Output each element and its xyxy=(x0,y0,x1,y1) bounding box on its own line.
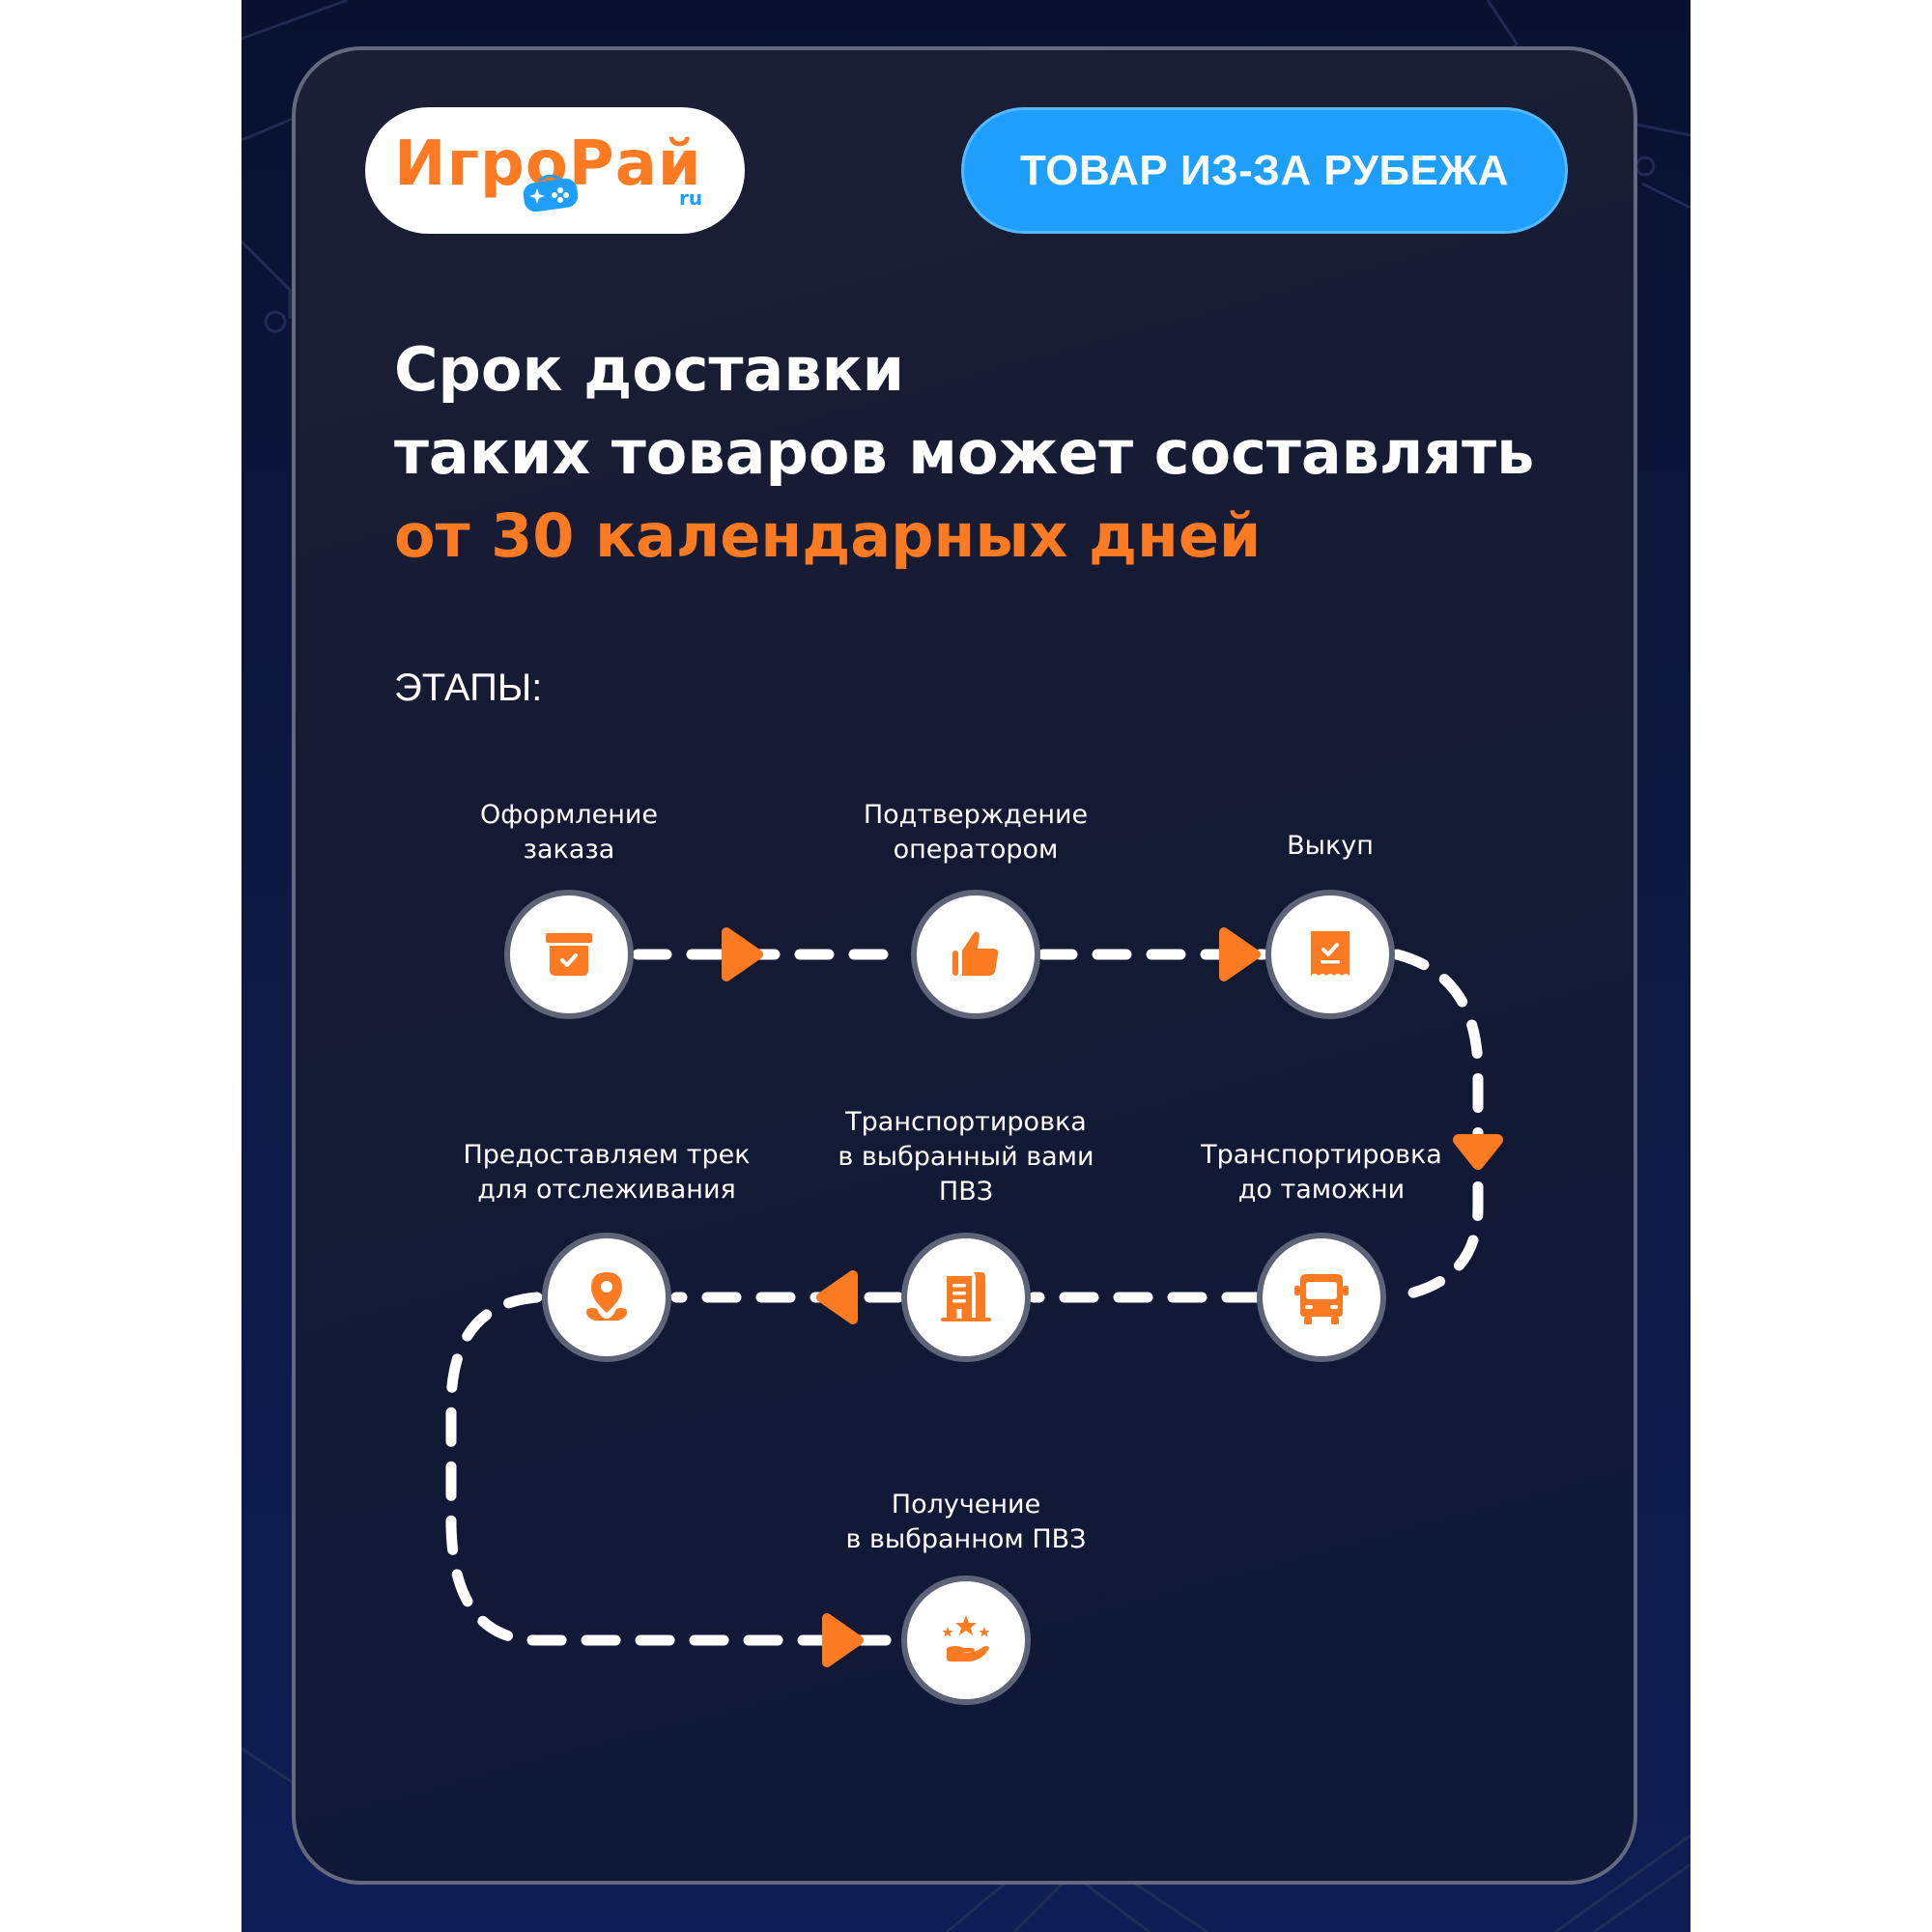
logo-domain-suffix: ru xyxy=(679,186,703,210)
hand-stars-icon xyxy=(942,1615,990,1662)
building-icon xyxy=(941,1272,991,1321)
foreign-goods-badge: ТОВАР ИЗ-ЗА РУБЕЖА xyxy=(961,107,1568,234)
headline-line-2: таких товаров может составлять xyxy=(394,417,1535,488)
thumbs-up-icon xyxy=(952,931,999,976)
delivery-headline: Срок доставки таких товаров может состав… xyxy=(394,328,1534,578)
headline-line-1: Срок доставки xyxy=(394,334,905,405)
box-check-icon xyxy=(546,933,592,976)
step-4-node xyxy=(1257,1233,1386,1362)
step-6-node xyxy=(542,1233,671,1362)
receipt-check-icon xyxy=(1311,931,1350,976)
headline-accent-line: от 30 календарных дней xyxy=(394,500,1262,571)
gamepad-icon xyxy=(523,175,579,212)
location-pin-icon xyxy=(586,1272,627,1321)
stages-title: ЭТАПЫ: xyxy=(394,667,543,709)
brand-logo[interactable]: ИгроРай ru xyxy=(365,107,745,234)
step-3-node xyxy=(1265,890,1395,1019)
bus-icon xyxy=(1294,1274,1349,1324)
step-1-node xyxy=(504,890,634,1019)
step-5-node xyxy=(901,1233,1031,1362)
step-3-label: Выкуп xyxy=(1287,831,1374,861)
direction-arrows xyxy=(722,927,1503,1667)
step-2-node xyxy=(911,890,1040,1019)
step-7-node xyxy=(901,1576,1031,1705)
